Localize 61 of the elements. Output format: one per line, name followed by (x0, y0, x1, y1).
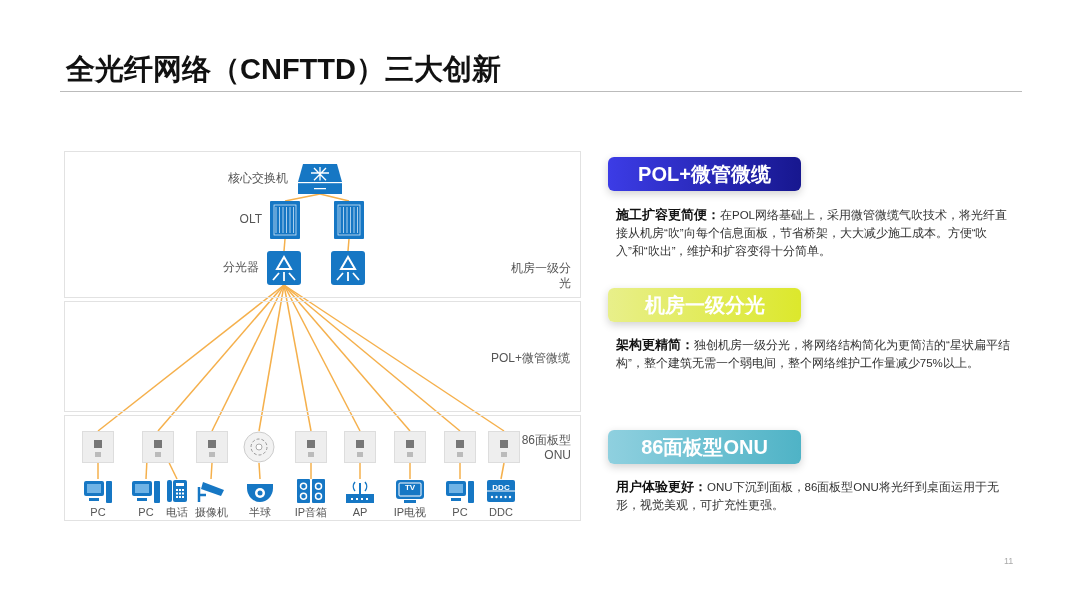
connector-line (283, 284, 411, 432)
wall-panel-icon (142, 431, 174, 463)
wall-panel-icon (196, 431, 228, 463)
connector-line (283, 284, 361, 432)
connector-line (283, 238, 286, 252)
server-rack-icon (334, 201, 364, 239)
connector-line (157, 284, 285, 432)
connector-line (211, 284, 285, 432)
device-label: PC (90, 506, 106, 519)
zone-panel (64, 151, 581, 298)
device-label: 摄像机 (194, 506, 228, 519)
page-number: 11 (1004, 556, 1014, 566)
page-title: 全光纤网络（CNFTTD）三大创新 (66, 52, 501, 87)
icon-text: TV (404, 482, 416, 492)
connector-line (145, 462, 148, 480)
title-badge: 86面板型ONU (608, 430, 801, 464)
wall-panel-icon (295, 431, 327, 463)
device-label: DDC (489, 506, 513, 519)
device-label: PC (138, 506, 154, 519)
device-label: OLT (239, 213, 262, 226)
device-label: IP音箱 (294, 506, 328, 519)
device-label: 电话 (166, 506, 188, 519)
wall-panel-icon (344, 431, 376, 463)
zone-label: 机房一级分光 (510, 261, 571, 291)
device-label: 半球 (249, 506, 271, 519)
connector-line (347, 238, 350, 252)
connector-line (319, 193, 350, 202)
connector-line (359, 462, 361, 480)
connector-line (283, 284, 505, 432)
wall-panel-icon (82, 431, 114, 463)
connector-line (500, 462, 505, 480)
description-paragraph: 架构更精简：独创机房一级分光，将网络结构简化为更简洁的“星状扁平结构”，整个建筑无需一个弱电间，整个网络维护工作量减少75%以上。 (616, 337, 1011, 371)
connector-line (284, 193, 321, 202)
connector-line (283, 284, 312, 432)
splitter-icon (331, 251, 365, 285)
connector-line (168, 462, 178, 480)
connector-line (459, 462, 461, 480)
connector-line (97, 284, 285, 432)
description-paragraph: 施工扩容更简便：在POL网络基础上，采用微管微缆气吹技术，将光纤直接从机房“吹”向每个信息面板，节省桥架，大大减少施工成本。方便“吹入”和“吹出”，维护和扩容变得十分简单。 (616, 206, 1008, 259)
connector-line (258, 284, 285, 432)
connector-line (97, 462, 99, 480)
device-label: AP (352, 506, 368, 519)
description-paragraph: 用户体验更好：ONU下沉到面板，86面板型ONU将光纤到桌面运用于无形，视觉美观，可扩充性更强。 (616, 479, 1000, 513)
wall-panel-icon (444, 431, 476, 463)
zone-panel (64, 415, 581, 521)
wall-panel-icon (488, 431, 520, 463)
title-badge: 机房一级分光 (608, 288, 801, 322)
connector-line (210, 462, 213, 480)
connector-line (310, 462, 312, 480)
zone-label: POL+微管微缆 (490, 351, 570, 366)
wall-panel-icon (394, 431, 426, 463)
round-ceiling-device-icon (243, 431, 275, 463)
connector-line (258, 462, 261, 480)
title-badge: POL+微管微缆 (608, 157, 801, 191)
device-label: 分光器 (223, 261, 259, 274)
icon-text: DDC (492, 482, 510, 492)
device-label: IP电视 (393, 506, 427, 519)
connector-line (409, 462, 411, 480)
device-label: 核心交换机 (228, 172, 288, 185)
device-label: PC (452, 506, 468, 519)
zone-label: 86面板型ONU (520, 433, 571, 463)
